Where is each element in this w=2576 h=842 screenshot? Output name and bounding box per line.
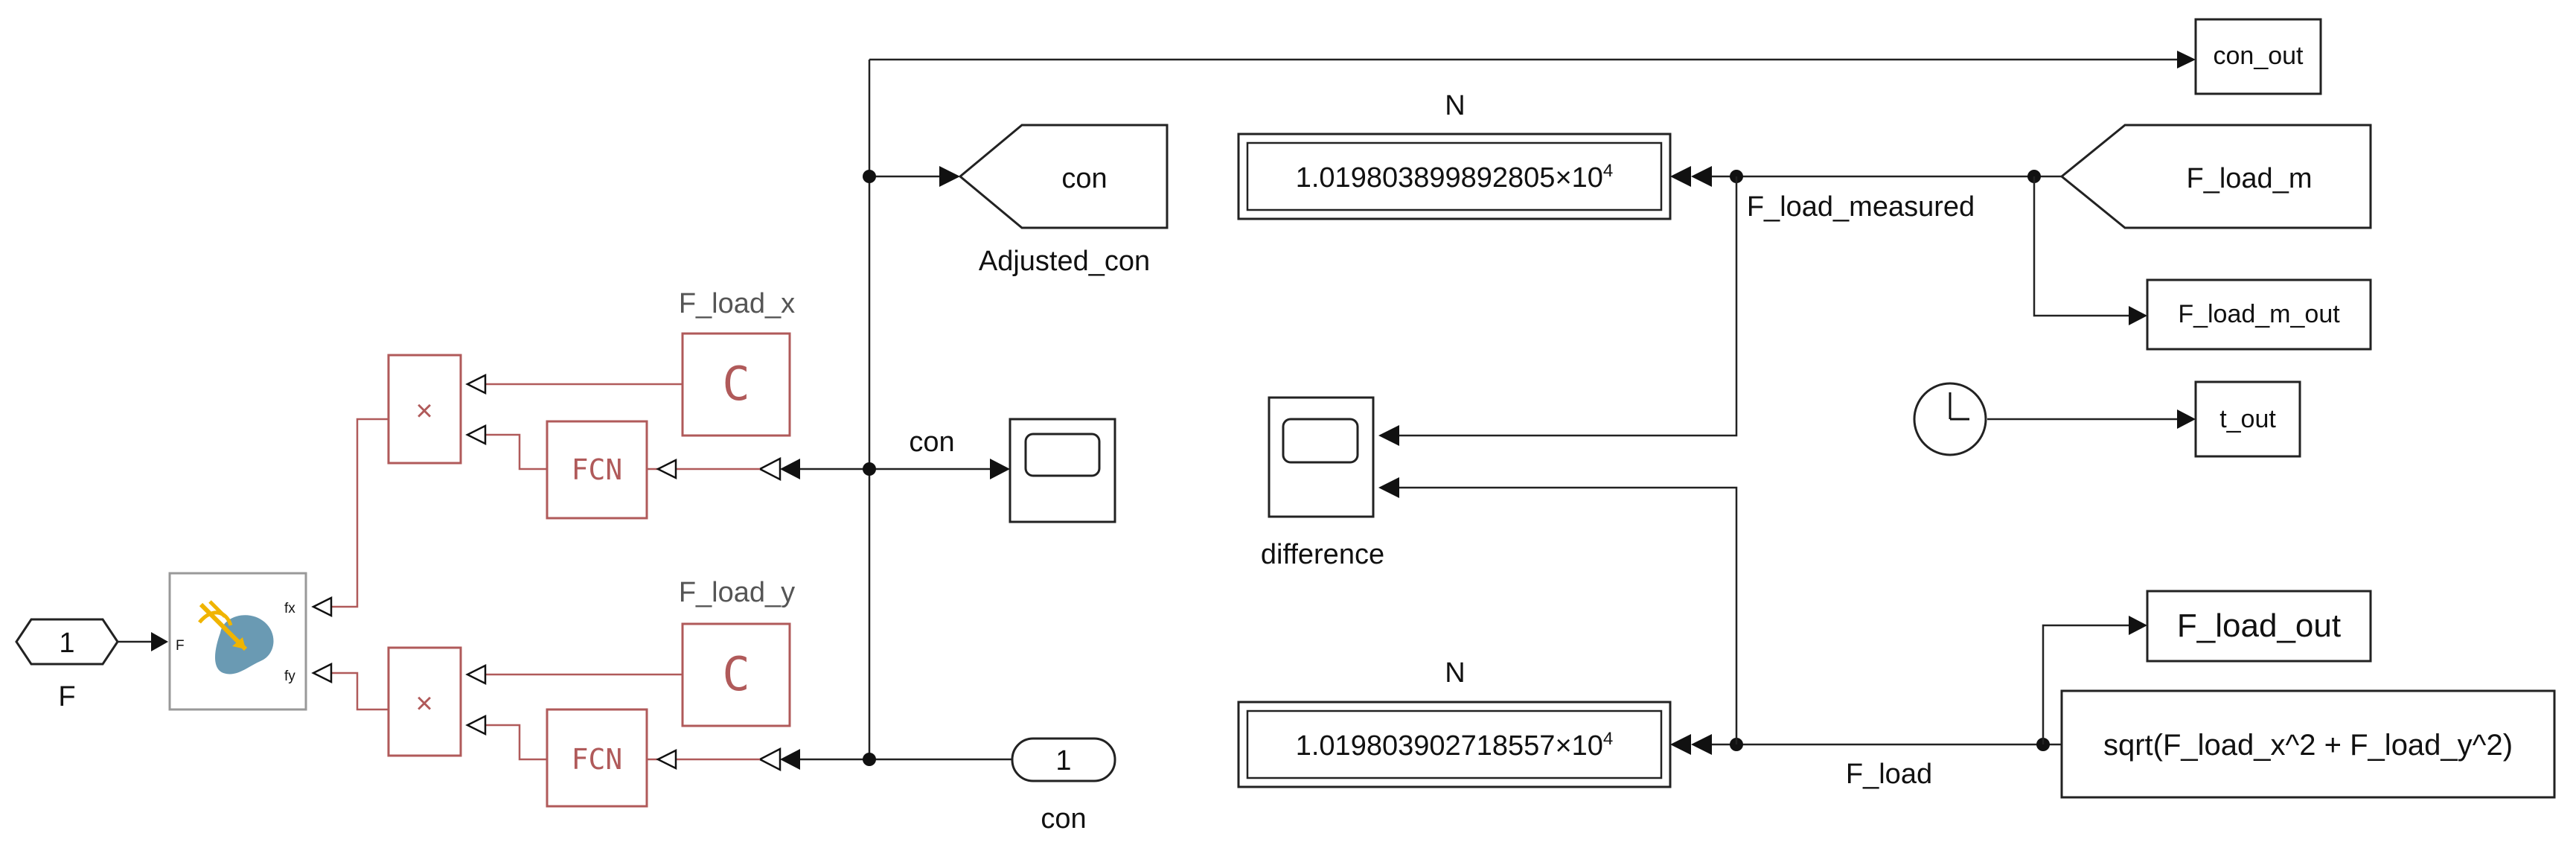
wire-to-fload-m-out[interactable] <box>2033 176 2129 317</box>
fcn-bottom-text: FCN <box>572 743 623 776</box>
const-y[interactable]: F_load_y C <box>679 577 795 727</box>
outport-fload-m-out[interactable]: F_load_m_out <box>2146 278 2372 351</box>
physical-wires <box>311 373 760 771</box>
fcn-top[interactable]: FCN <box>546 420 648 520</box>
wire-fy[interactable] <box>331 672 389 711</box>
wire-to-fload-out[interactable] <box>2042 624 2129 744</box>
product-top[interactable]: × <box>387 354 462 465</box>
product-top-symbol: × <box>415 395 432 427</box>
display-top-unit: N <box>1445 90 1465 121</box>
display-bottom-value: 1.019803902718557×104 <box>1296 729 1614 762</box>
goto-con-text: con <box>1061 163 1107 194</box>
inport-f-label: F <box>58 681 75 712</box>
goto-con[interactable]: con Adjusted_con <box>958 124 1169 277</box>
wire-fx[interactable] <box>331 418 389 608</box>
outport-t-out[interactable]: t_out <box>2194 380 2301 458</box>
display-top[interactable]: N 1.019803899892805×104 <box>1237 90 1672 220</box>
inport-con-label: con <box>1041 803 1086 835</box>
inport-f-number: 1 <box>59 628 74 659</box>
scope-diff-label: difference <box>1261 539 1384 570</box>
signal-label-fload: F_load <box>1846 759 1932 790</box>
inport-f[interactable]: 1 F <box>15 618 119 712</box>
signal-wires <box>118 51 2196 772</box>
const-x-label: F_load_x <box>679 288 795 319</box>
fcn-top-text: FCN <box>572 453 623 486</box>
const-y-symbol: C <box>722 647 750 701</box>
signal-label-con: con <box>909 427 954 458</box>
scope-diff-screen <box>1282 418 1359 464</box>
arrow-scope-con <box>990 459 1010 479</box>
signal-label-fload-measured: F_load_measured <box>1747 191 1975 223</box>
product-bottom-symbol: × <box>415 687 432 720</box>
force-port-fx: fx <box>284 601 295 616</box>
scope-difference[interactable]: difference <box>1261 396 1384 570</box>
fcn-bottom[interactable]: FCN <box>546 708 648 808</box>
wire-to-diff-bottom[interactable] <box>1399 486 1738 744</box>
force-port-fy: fy <box>284 669 295 684</box>
display-bottom[interactable]: N 1.019803902718557×104 <box>1237 657 1672 788</box>
const-y-label: F_load_y <box>679 577 795 608</box>
arrow-con-out <box>2177 51 2196 68</box>
outport-con-out[interactable]: con_out <box>2194 18 2322 95</box>
force-port-f: F <box>176 638 185 654</box>
outport-fload-out[interactable]: F_load_out <box>2146 590 2372 663</box>
arrow-goto-con <box>939 166 960 187</box>
display-top-value: 1.019803899892805×104 <box>1296 161 1614 194</box>
display-bottom-unit: N <box>1445 657 1465 689</box>
product-bottom[interactable]: × <box>387 646 462 757</box>
outport-con-out-text: con_out <box>2214 42 2304 70</box>
fcn-sqrt-text: sqrt(F_load_x^2 + F_load_y^2) <box>2103 729 2513 762</box>
const-x-symbol: C <box>722 357 750 411</box>
force-block[interactable]: F fx fy <box>168 572 307 711</box>
inport-con[interactable]: 1 con <box>1011 737 1116 835</box>
fcn-sqrt[interactable]: sqrt(F_load_x^2 + F_load_y^2) <box>2060 689 2556 799</box>
scope-con-screen <box>1024 433 1101 477</box>
force-icon <box>198 600 274 674</box>
scope-con[interactable] <box>1009 418 1116 523</box>
goto-fload-m-text: F_load_m <box>2187 163 2313 194</box>
goto-con-label: Adjusted_con <box>979 246 1150 277</box>
outport-fload-m-out-text: F_load_m_out <box>2178 300 2340 328</box>
const-x[interactable]: F_load_x C <box>679 288 795 437</box>
inport-con-number: 1 <box>1055 745 1071 776</box>
clock-block[interactable] <box>1913 382 1987 456</box>
wire-to-diff-top[interactable] <box>1399 176 1738 437</box>
goto-fload-m[interactable]: F_load_m <box>2059 124 2372 229</box>
outport-t-out-text: t_out <box>2219 405 2276 433</box>
outport-fload-out-text: F_load_out <box>2177 607 2341 644</box>
